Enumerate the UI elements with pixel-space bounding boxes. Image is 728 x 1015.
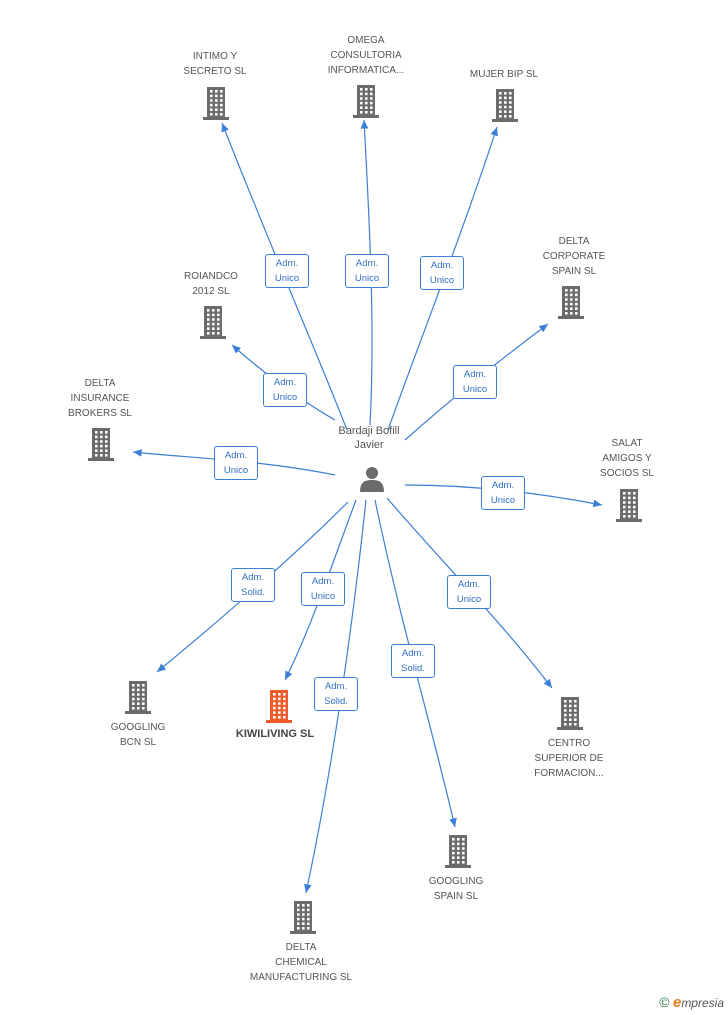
role-badge-delta-chem[interactable]: Adm. Solid.	[314, 677, 358, 711]
building-icon-salat[interactable]	[614, 487, 644, 523]
role-badge-googling-spain[interactable]: Adm. Solid.	[391, 644, 435, 678]
building-icon-delta-corp[interactable]	[556, 284, 586, 320]
building-icon-intimo[interactable]	[201, 85, 231, 121]
company-name-salat[interactable]: SALAT AMIGOS Y SOCIOS SL	[600, 438, 654, 479]
company-name-delta-corp[interactable]: DELTA CORPORATE SPAIN SL	[542, 236, 606, 277]
role-badge-delta-corp[interactable]: Adm. Unico	[453, 365, 497, 399]
edge-intimo	[221, 122, 348, 431]
role-badge-mujer[interactable]: Adm. Unico	[420, 256, 464, 290]
brand-logo-e: e	[672, 994, 682, 1011]
brand-name: mpresia	[681, 996, 724, 1010]
person-icon[interactable]	[357, 464, 387, 494]
company-name-googling-spain[interactable]: GOOGLING SPAIN SL	[428, 876, 484, 902]
company-name-omega[interactable]: OMEGA CONSULTORIA INFORMATICA...	[327, 35, 405, 76]
building-icon-centro[interactable]	[555, 695, 585, 731]
building-icon-delta-ins[interactable]	[86, 426, 116, 462]
building-icon-mujer[interactable]	[490, 87, 520, 123]
footer-brand: © empresia	[659, 994, 724, 1011]
building-icon-omega[interactable]	[351, 83, 381, 119]
role-badge-omega[interactable]: Adm. Unico	[345, 254, 389, 288]
building-icon-kiwiliving[interactable]	[264, 688, 294, 724]
building-icon-delta-chem[interactable]	[288, 899, 318, 935]
building-icon-roiandco[interactable]	[198, 304, 228, 340]
company-name-intimo[interactable]: INTIMO Y SECRETO SL	[183, 51, 247, 77]
company-name-googling-bcn[interactable]: GOOGLING BCN SL	[110, 722, 166, 748]
building-icon-googling-bcn[interactable]	[123, 679, 153, 715]
role-badge-delta-ins[interactable]: Adm. Unico	[214, 446, 258, 480]
company-name-roiandco[interactable]: ROIANDCO 2012 SL	[184, 271, 238, 297]
role-badge-intimo[interactable]: Adm. Unico	[265, 254, 309, 288]
company-name-kiwiliving[interactable]: KIWILIVING SL	[235, 728, 315, 740]
role-badge-centro[interactable]: Adm. Unico	[447, 575, 491, 609]
company-name-delta-chem[interactable]: DELTA CHEMICAL MANUFACTURING SL	[249, 942, 353, 983]
company-name-mujer[interactable]: MUJER BIP SL	[469, 69, 539, 80]
center-person-name: Bardaji Bofill Javier	[338, 425, 400, 451]
company-name-centro[interactable]: CENTRO SUPERIOR DE FORMACION...	[534, 738, 604, 779]
building-icon-googling-spain[interactable]	[443, 833, 473, 869]
role-badge-googling-bcn[interactable]: Adm. Solid.	[231, 568, 275, 602]
role-badge-salat[interactable]: Adm. Unico	[481, 476, 525, 510]
role-badge-kiwiliving[interactable]: Adm. Unico	[301, 572, 345, 606]
company-name-delta-ins[interactable]: DELTA INSURANCE BROKERS SL	[68, 378, 132, 419]
role-badge-roiandco[interactable]: Adm. Unico	[263, 373, 307, 407]
copyright-icon: ©	[659, 994, 670, 1010]
